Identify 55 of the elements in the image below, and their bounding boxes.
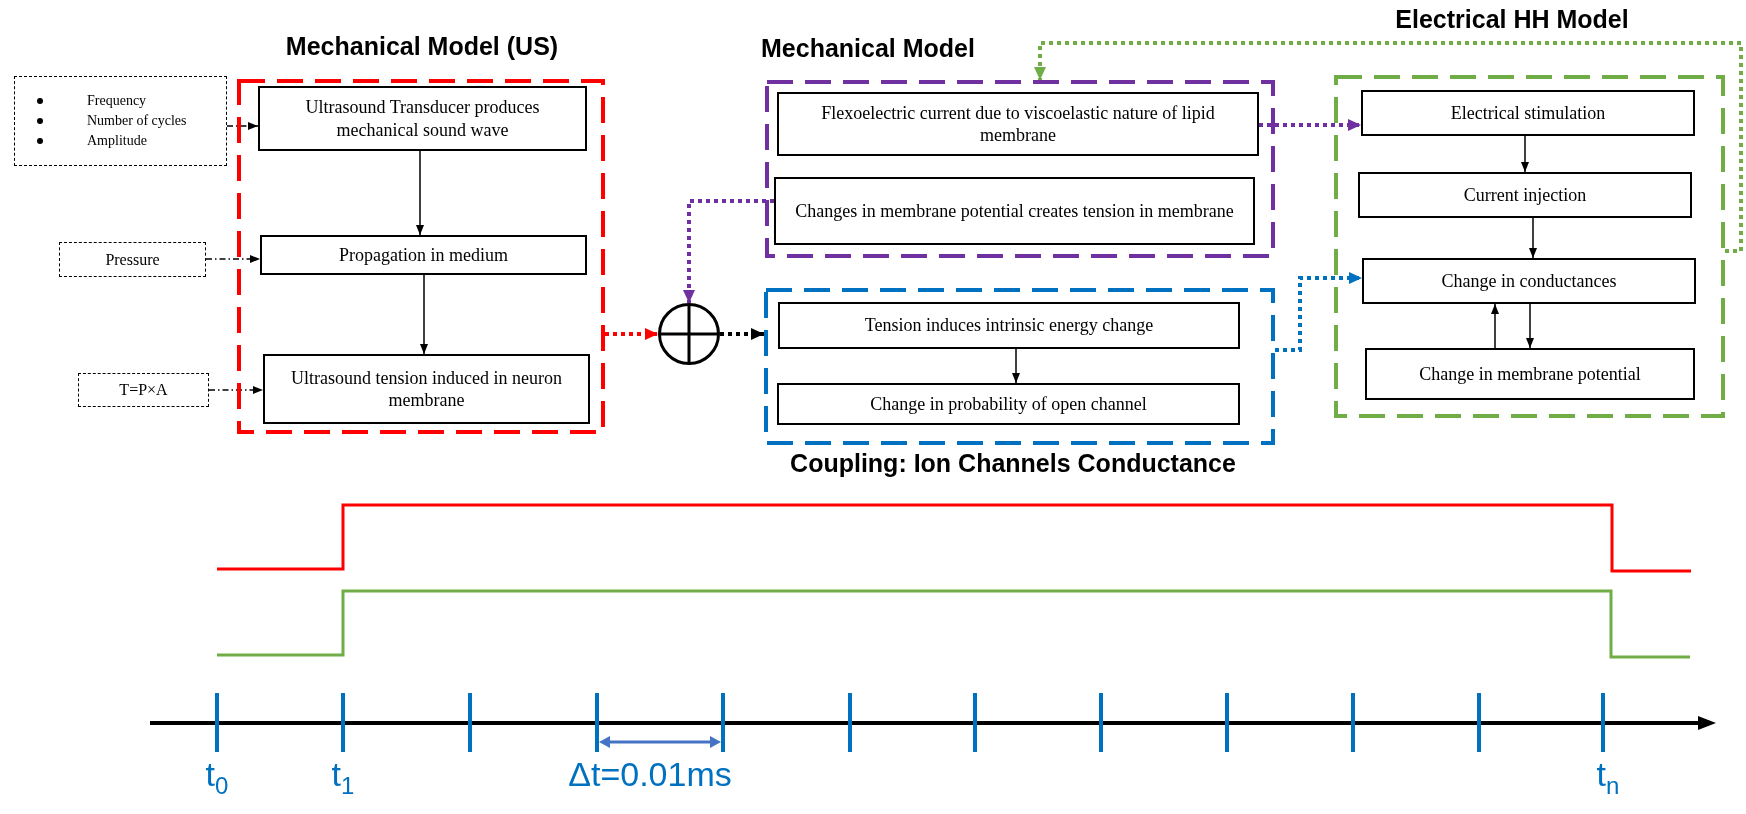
list-item-text: Frequency [87, 93, 147, 109]
input-box [59, 242, 206, 277]
box-label: Pressure [105, 250, 160, 269]
time-label: t$_{n}$ [1596, 756, 1620, 800]
group-heading: Electrical HH Model [1395, 5, 1629, 34]
connector-arrow [1521, 135, 1529, 173]
time-label: Δt=0.01ms [568, 756, 732, 794]
summing-junction [658, 303, 720, 365]
connector-arrow [1526, 303, 1534, 349]
process-box [1362, 258, 1696, 304]
process-box [1361, 90, 1695, 136]
connector-arrow [605, 328, 658, 340]
box-label: Change in membrane potential [1419, 362, 1641, 386]
list-item-text: Amplitude [87, 133, 147, 149]
list-item-text: Number of cycles [87, 113, 187, 129]
input-box [14, 76, 227, 166]
connector-arrow [205, 255, 261, 263]
box-label: Tension induces intrinsic energy change [864, 314, 1154, 337]
group-heading: Mechanical Model (US) [285, 32, 559, 61]
connector-arrow [720, 328, 764, 340]
process-box [258, 86, 587, 151]
input-box [78, 373, 209, 407]
box-label: Change in conductances [1441, 269, 1617, 293]
box-label: Flexoelectric current due to viscoelastic nature of lipid membrane [820, 101, 1216, 147]
connector-arrow [1275, 272, 1362, 352]
time-label: t$_{0}$ [205, 756, 229, 800]
connector-arrow [1529, 217, 1537, 259]
box-label: Current injection [1463, 183, 1587, 207]
connector-arrow [226, 122, 259, 130]
group-heading: Coupling: Ion Channels Conductance [790, 449, 1236, 478]
box-label: Ultrasound tension induced in neuron membrane [290, 366, 563, 412]
process-box [1365, 348, 1695, 400]
process-box [263, 354, 590, 424]
process-box [260, 235, 587, 275]
box-label: T=P×A [119, 381, 168, 399]
connector-arrow [1491, 303, 1499, 349]
box-label: Ultrasound Transducer produces mechanical sound wave [304, 96, 541, 141]
group-heading: Mechanical Model [761, 34, 975, 63]
process-box [778, 302, 1240, 349]
box-label: Propagation in medium [339, 243, 508, 267]
box-label: Electrical stimulation [1450, 101, 1606, 125]
process-box [777, 383, 1240, 425]
connector-arrow [683, 199, 774, 303]
connector-arrow [1034, 41, 1743, 253]
process-box [777, 92, 1259, 156]
connector-arrow [420, 274, 428, 355]
box-label: Change in probability of open channel [870, 392, 1147, 416]
process-box [1358, 172, 1692, 218]
connector-arrow [208, 386, 264, 394]
connector-arrow [1259, 119, 1361, 131]
connector-arrow [1012, 348, 1020, 384]
connector-arrow [416, 150, 424, 236]
process-box [774, 177, 1255, 245]
box-label: Changes in membrane potential creates tension in membrane [795, 199, 1234, 223]
time-label: t$_{1}$ [331, 756, 355, 800]
